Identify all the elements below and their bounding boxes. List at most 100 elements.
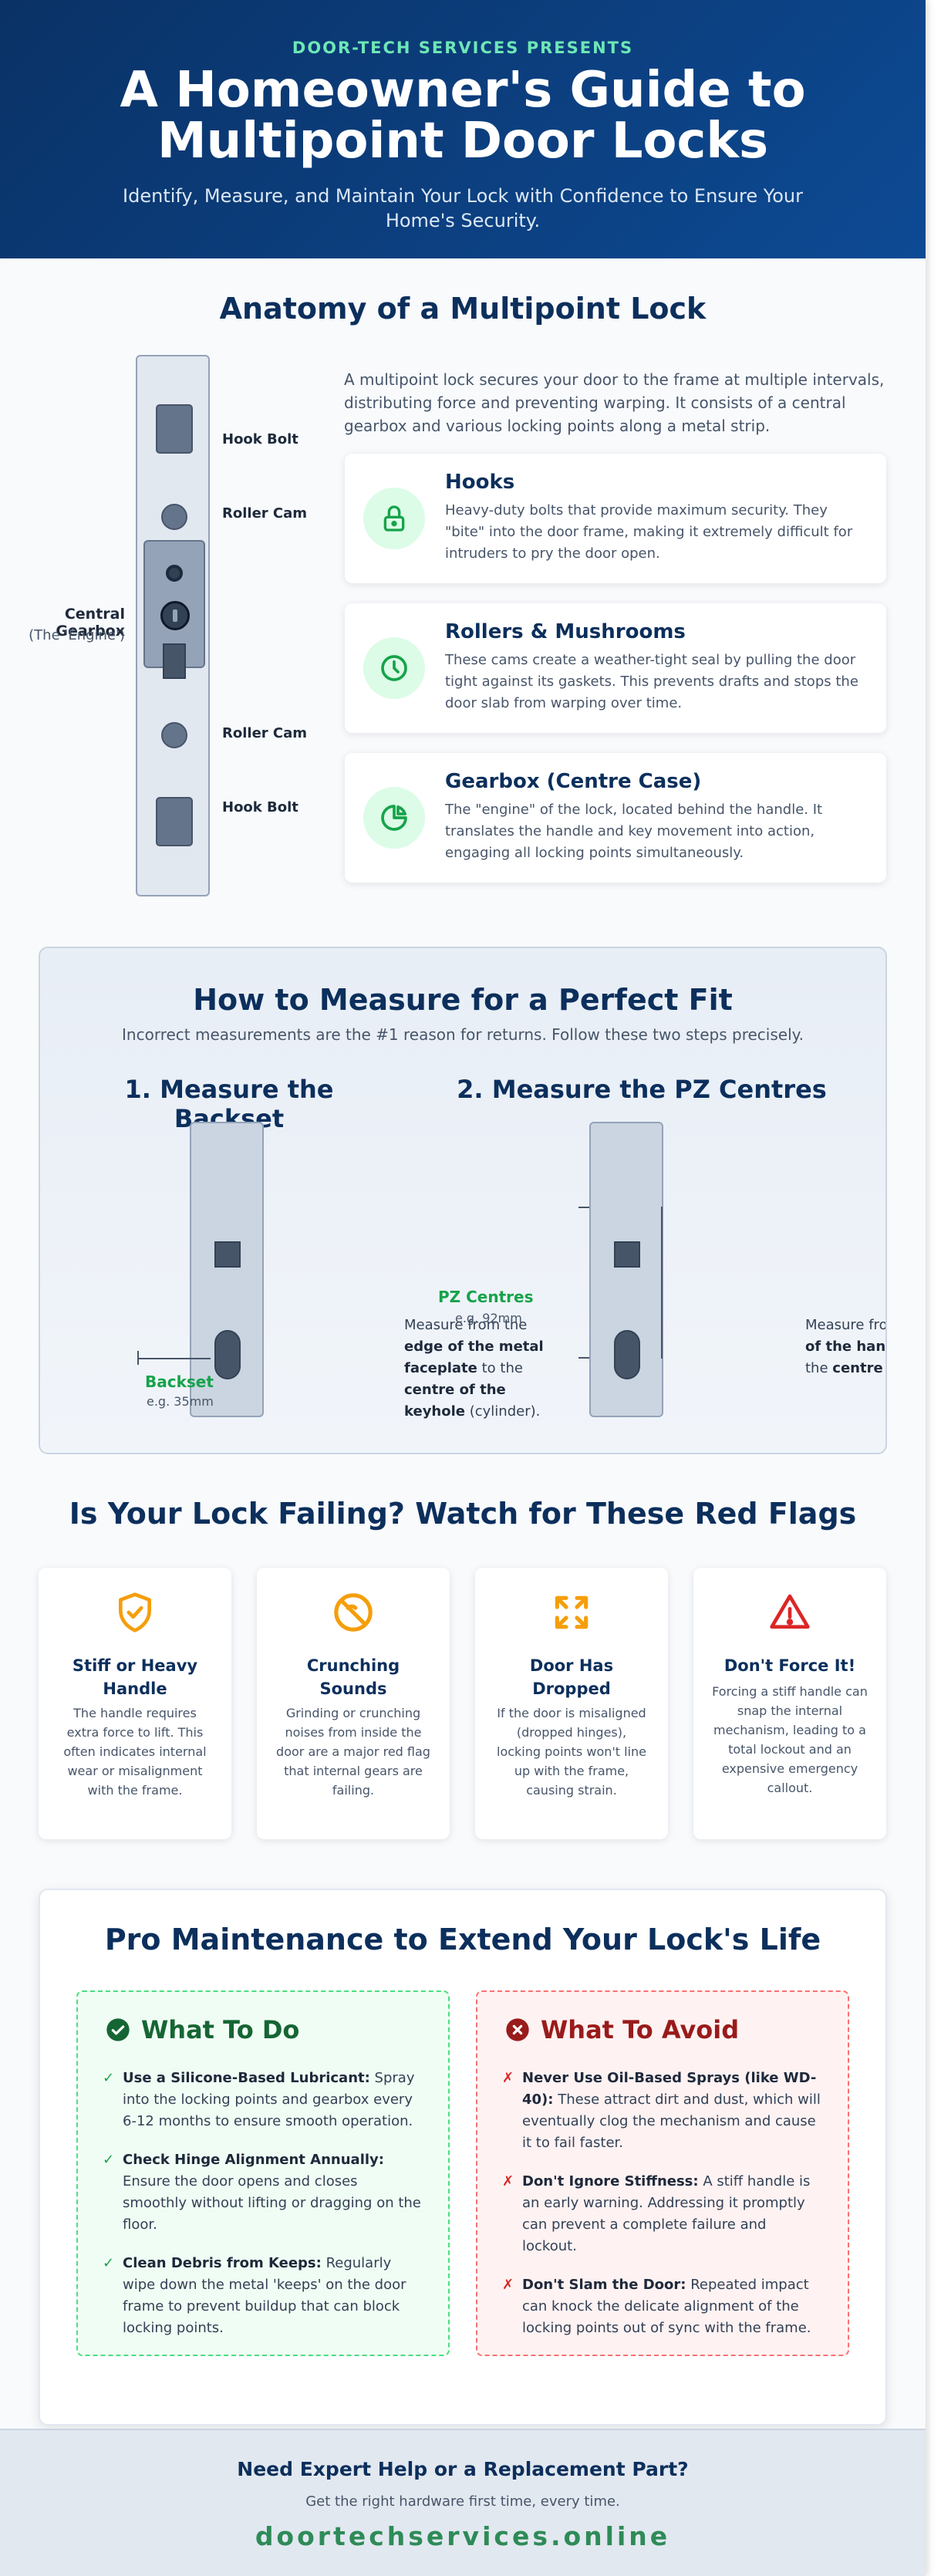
item-text: Ensure the door opens and closes smoothl…	[123, 2173, 421, 2233]
backset-dimension-line	[137, 1358, 211, 1359]
item-text: A stiff handle is an early warning. Addr…	[522, 2173, 811, 2254]
clock-icon	[363, 637, 425, 699]
pz-label: PZ Centres	[438, 1288, 534, 1306]
red-flags-title: Is Your Lock Failing? Watch for These Re…	[69, 1497, 857, 1531]
spindle-square	[614, 1241, 640, 1268]
item-bold: Don't Ignore Stiffness:	[522, 2173, 699, 2189]
anatomy-section: Anatomy of a Multipoint Lock Hook Bolt R…	[0, 258, 926, 937]
step-pz-title: 2. Measure the PZ Centres	[457, 1075, 827, 1104]
note-text: to the	[805, 1360, 828, 1376]
no-sound-icon	[334, 1593, 373, 1632]
measure-title: How to Measure for a Perfect Fit	[193, 983, 733, 1017]
list-item: ✗ Never Use Oil-Based Sprays (like WD-40)…	[499, 2068, 823, 2154]
flag-title: Don't Force It!	[723, 1656, 856, 1675]
do-list: ✓ Use a Silicone-Based Lubricant: Spray i…	[99, 2068, 423, 2356]
note-text: Measure from the	[805, 1317, 885, 1333]
keyhole-cylinder	[614, 1330, 640, 1379]
website-link[interactable]: doortechservices.online	[255, 2521, 671, 2551]
item-text: These attract dirt and dust, which will …	[522, 2092, 821, 2151]
what-to-do-heading: What To Do	[106, 2015, 299, 2044]
lock-strip-diagram	[136, 355, 210, 896]
what-to-do-title: What To Do	[141, 2015, 300, 2044]
cross-mark-icon: ✗	[502, 2070, 514, 2086]
note-text: Measure from the	[404, 1317, 528, 1333]
backset-dimension-tick	[137, 1351, 139, 1365]
flag-text: If the door is misaligned (dropped hinge…	[497, 1706, 646, 1798]
item-bold: Don't Slam the Door:	[522, 2277, 686, 2293]
check-mark-icon: ✓	[103, 2070, 115, 2086]
backset-instructions: Measure from the edge of the metal facep…	[404, 1315, 551, 1423]
label-gearbox: Central Gearbox	[56, 606, 125, 640]
flag-card-crunching: Crunching Sounds Grinding or crunching n…	[257, 1568, 450, 1839]
gearbox-block	[163, 643, 186, 679]
item-bold: Never Use Oil-Based Sprays (like WD-40):	[522, 2070, 817, 2108]
footer: Need Expert Help or a Replacement Part? …	[0, 2429, 926, 2576]
feature-card-rollers: Rollers & Mushrooms These cams create a …	[345, 603, 886, 733]
feature-text: The "engine" of the lock, located behind…	[445, 802, 823, 861]
note-text: (cylinder).	[469, 1403, 541, 1420]
check-mark-icon: ✓	[103, 2255, 115, 2271]
hero-header: DOOR-TECH SERVICES PRESENTS A Homeowner'…	[0, 0, 926, 258]
flag-title: Door Has Dropped	[529, 1656, 614, 1698]
what-to-avoid-title: What To Avoid	[541, 2015, 740, 2044]
flag-card-door-dropped: Door Has Dropped If the door is misalign…	[475, 1568, 668, 1839]
feature-title: Rollers & Mushrooms	[445, 620, 686, 643]
label-roller-cam-bottom: Roller Cam	[222, 725, 308, 741]
note-bold: centre of the keyhole	[832, 1360, 885, 1376]
hook-bolt-bottom	[156, 797, 193, 846]
flag-card-stiff-handle: Stiff or Heavy Handle The handle require…	[39, 1568, 231, 1839]
pz-tick-top	[578, 1207, 589, 1208]
check-circle-icon	[106, 2018, 130, 2041]
note-bold: centre of the handle spindle	[805, 1339, 885, 1355]
eyebrow-text: DOOR-TECH SERVICES PRESENTS	[292, 39, 634, 57]
feature-text: These cams create a weather-tight seal b…	[445, 652, 858, 711]
cross-mark-icon: ✗	[502, 2173, 514, 2189]
item-text: Repeated impact can knock the delicate a…	[522, 2277, 811, 2336]
pie-icon	[363, 787, 425, 849]
what-to-avoid-panel: What To Avoid ✗ Never Use Oil-Based Spray…	[476, 1990, 849, 2356]
maintenance-section: Pro Maintenance to Extend Your Lock's Li…	[39, 1889, 887, 2426]
x-circle-icon	[506, 2018, 529, 2041]
item-text: Regularly wipe down the metal 'keeps' on…	[123, 2255, 406, 2336]
list-item: ✓ Clean Debris from Keeps: Regularly wipe…	[99, 2253, 423, 2339]
item-bold: Check Hinge Alignment Annually:	[123, 2152, 384, 2168]
label-gearbox-sub: (The 'Engine')	[29, 627, 125, 643]
expand-arrows-icon	[555, 1595, 589, 1629]
what-to-avoid-heading: What To Avoid	[505, 2015, 739, 2044]
avoid-list: ✗ Never Use Oil-Based Sprays (like WD-40)…	[499, 2068, 823, 2356]
cross-mark-icon: ✗	[502, 2277, 514, 2293]
spindle-hole	[166, 565, 183, 582]
pz-example: e.g. 92mm	[455, 1311, 522, 1325]
roller-cam-bottom	[161, 722, 187, 748]
item-bold: Clean Debris from Keeps:	[123, 2255, 322, 2271]
feature-title: Gearbox (Centre Case)	[445, 770, 702, 793]
backset-example: e.g. 35mm	[147, 1394, 214, 1409]
anatomy-intro: A multipoint lock secures your door to t…	[344, 370, 885, 435]
list-item: ✓ Check Hinge Alignment Annually: Ensure …	[99, 2149, 423, 2236]
flag-text: Grinding or crunching noises from inside…	[276, 1706, 430, 1798]
label-hook-bolt-bottom: Hook Bolt	[222, 799, 298, 815]
item-text: Spray into the locking points and gearbo…	[123, 2070, 415, 2129]
shield-check-icon	[119, 1592, 152, 1632]
keyhole-cylinder	[214, 1330, 241, 1379]
cylinder-ring	[160, 601, 190, 630]
warning-triangle-icon	[770, 1594, 810, 1629]
feature-card-hooks: Hooks Heavy-duty bolts that provide maxi…	[345, 454, 886, 583]
flag-card-dont-force: Don't Force It! Forcing a stiff handle c…	[693, 1568, 886, 1839]
note-bold: centre of the keyhole	[404, 1382, 506, 1420]
flag-title: Stiff or Heavy Handle	[72, 1656, 198, 1698]
check-mark-icon: ✓	[103, 2152, 115, 2168]
page-title: A Homeowner's Guide to Multipoint Door L…	[120, 62, 806, 170]
spindle-square	[214, 1241, 241, 1268]
backset-faceplate-diagram	[190, 1122, 264, 1417]
roller-cam-top	[161, 504, 187, 530]
page-subtitle: Identify, Measure, and Maintain Your Loc…	[123, 185, 803, 231]
footer-subtitle: Get the right hardware first time, every…	[305, 2493, 620, 2510]
item-bold: Use a Silicone-Based Lubricant:	[123, 2070, 370, 2086]
hook-bolt-top	[156, 404, 193, 454]
backset-label: Backset	[145, 1372, 214, 1391]
measure-subtitle: Incorrect measurements are the #1 reason…	[122, 1025, 804, 1044]
anatomy-title: Anatomy of a Multipoint Lock	[219, 292, 707, 326]
measure-section: How to Measure for a Perfect Fit Incorre…	[39, 947, 887, 1454]
pz-faceplate-diagram	[589, 1122, 663, 1417]
